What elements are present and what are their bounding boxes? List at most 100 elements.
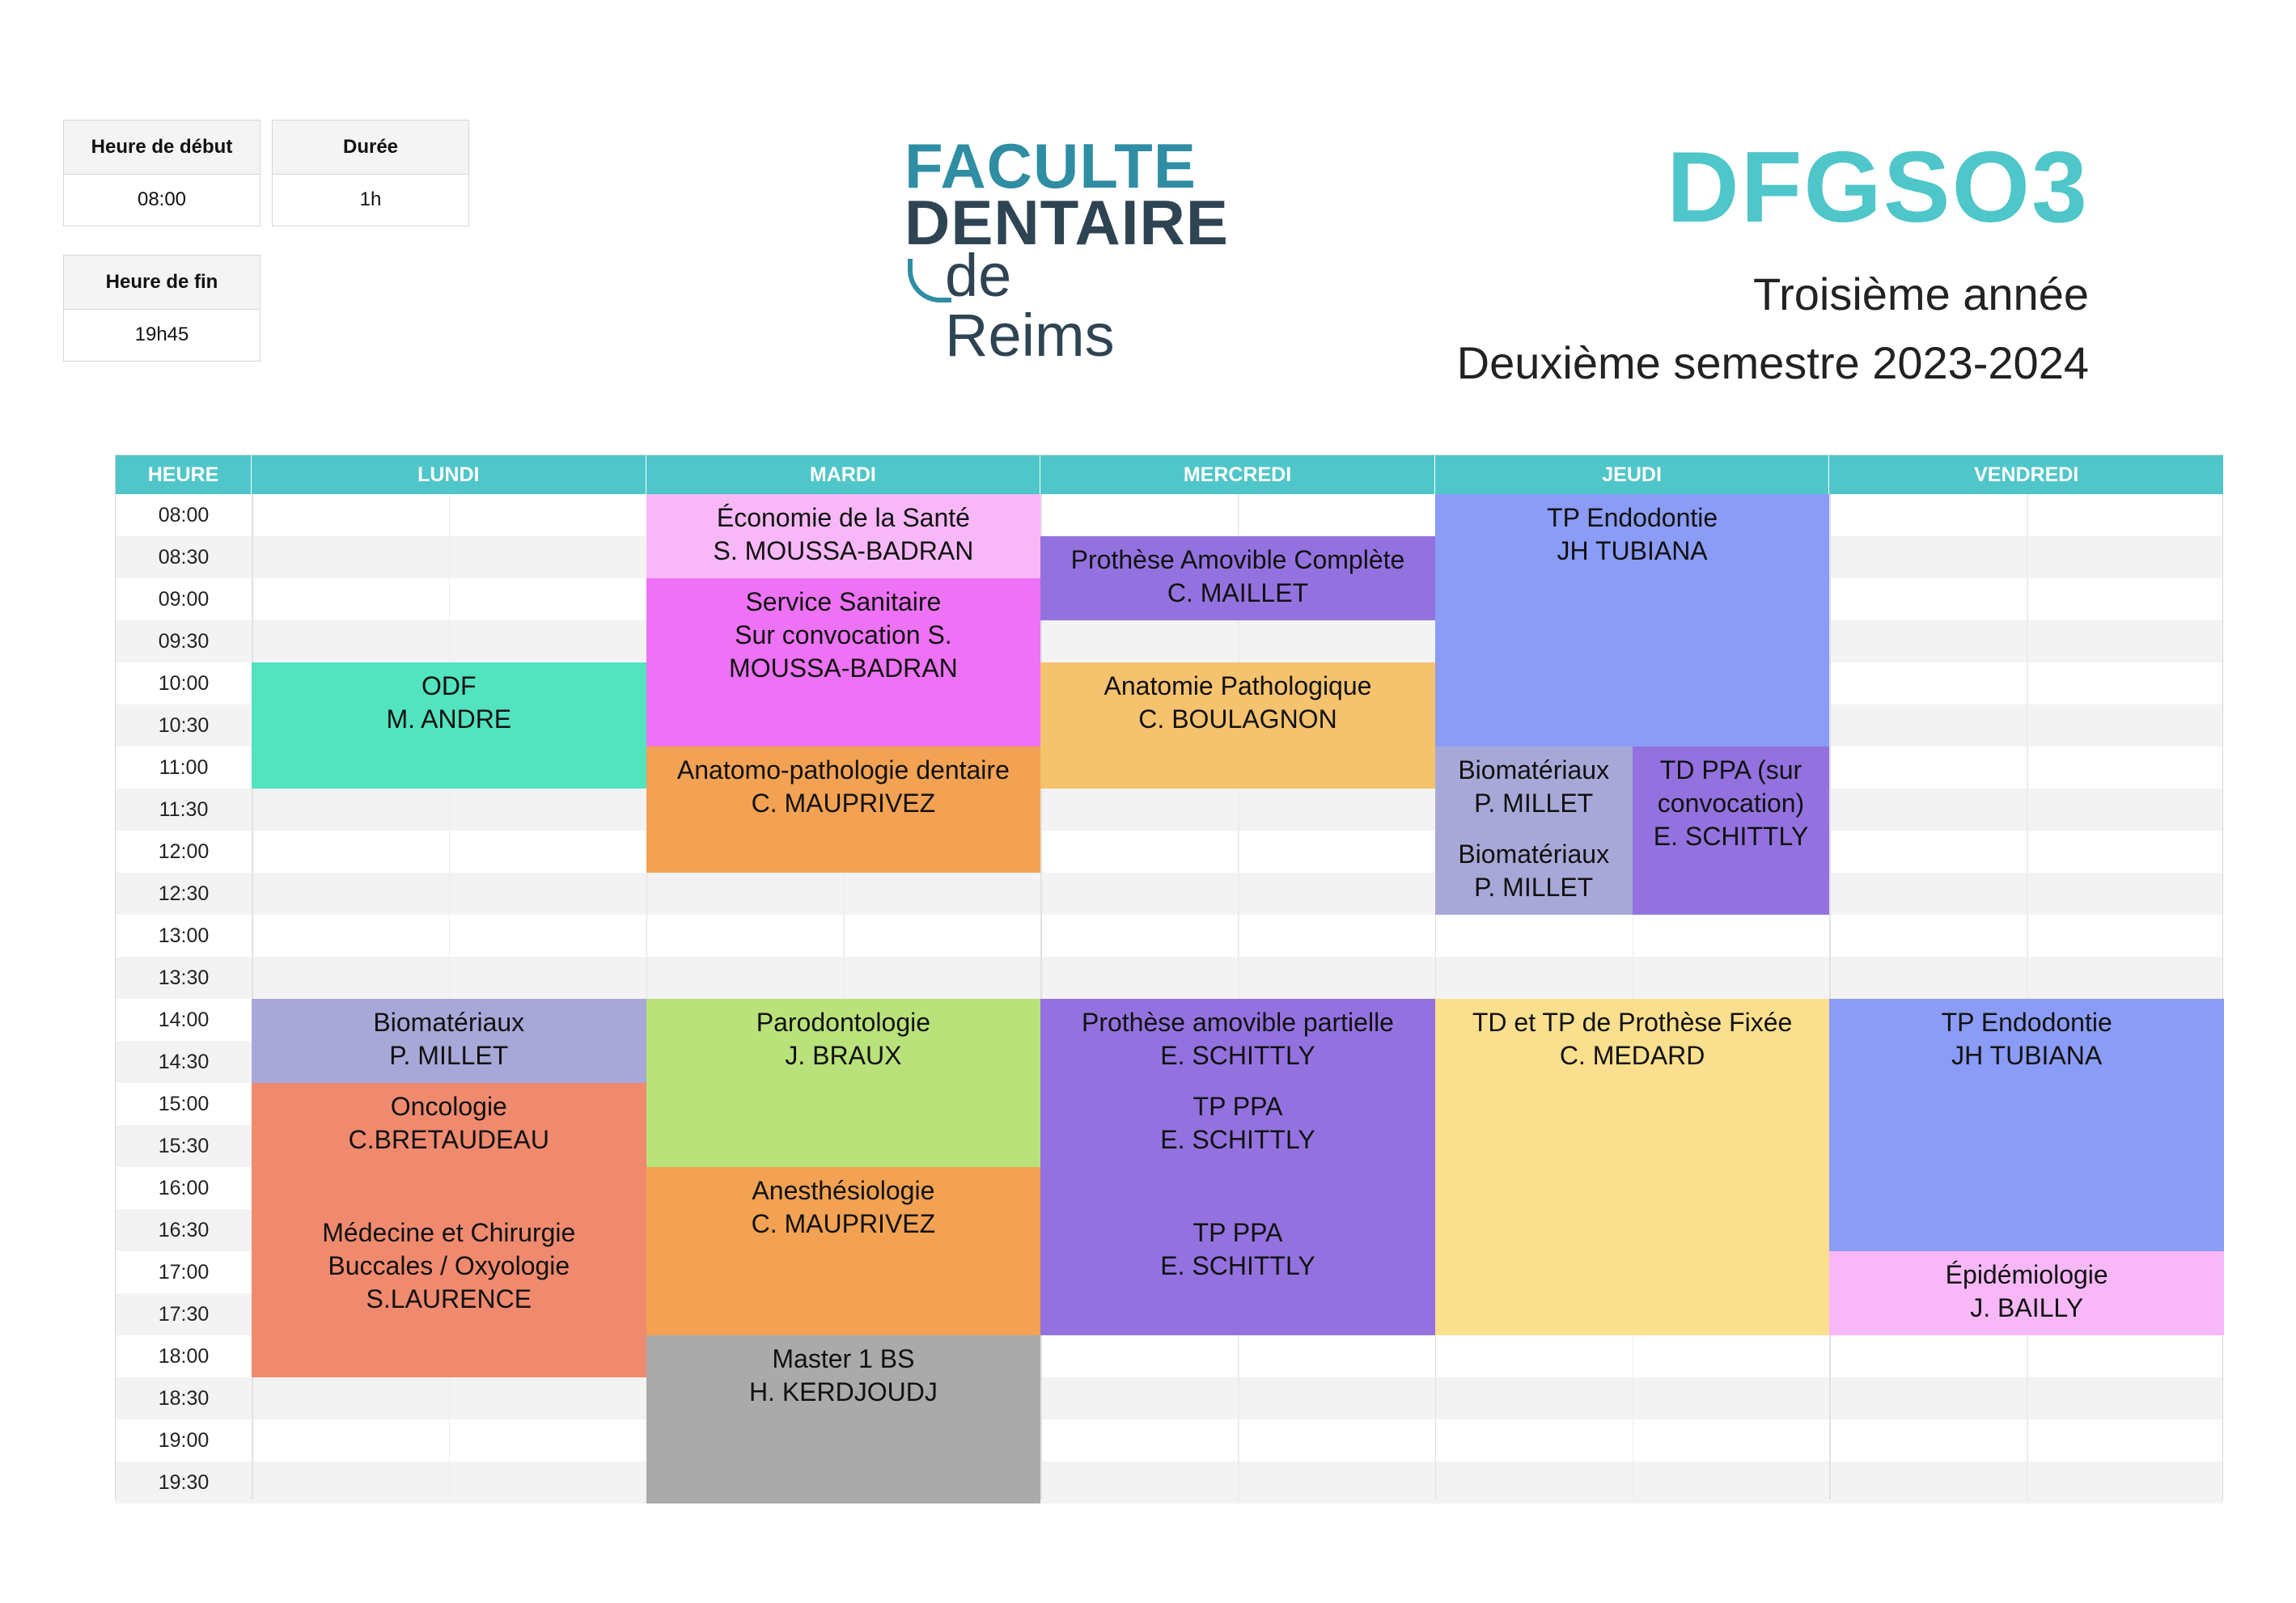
- course-teacher: C.BRETAUDEAU: [348, 1125, 549, 1154]
- logo-text-faculte: FACULTE: [904, 130, 1197, 201]
- course-teacher: MOUSSA-BADRAN: [729, 653, 958, 683]
- end-time-box: Heure de fin 19h45: [63, 255, 261, 362]
- time-row: 13:30: [116, 957, 2222, 999]
- course-teacher: P. MILLET: [1474, 789, 1594, 818]
- time-label: 15:00: [158, 1092, 210, 1115]
- course-title: TP Endodontie: [1941, 1008, 2112, 1037]
- time-row: 14:00: [116, 999, 2222, 1041]
- column-header-mardi: MARDI: [646, 455, 1041, 494]
- time-label: 09:00: [158, 587, 210, 611]
- time-row: 08:00: [116, 494, 2222, 536]
- duration-box: Durée 1h: [272, 120, 469, 226]
- time-label: 13:30: [158, 966, 210, 989]
- column-header-mercredi: MERCREDI: [1040, 455, 1435, 494]
- time-label: 12:00: [158, 840, 210, 863]
- time-label: 17:30: [158, 1302, 210, 1326]
- grid-divider: [646, 494, 648, 1499]
- course-title: Biomatériaux: [1458, 755, 1610, 785]
- time-row: 13:00: [116, 915, 2222, 957]
- course-teacher: C. BOULAGNON: [1138, 704, 1337, 734]
- logo-hook-icon: [908, 259, 951, 302]
- logo-text-dentaire: DENTAIRE: [904, 187, 1229, 258]
- time-row: 15:00: [116, 1083, 2222, 1125]
- time-label: 17:00: [158, 1260, 210, 1284]
- page-subtitle-semester: Deuxième semestre 2023-2024: [1456, 337, 2089, 388]
- course-teacher: E. SCHITTLY: [1653, 822, 1809, 851]
- time-label: 16:30: [158, 1218, 210, 1241]
- time-label: 19:30: [158, 1470, 210, 1494]
- time-label: 12:30: [158, 882, 210, 905]
- faculty-logo: FACULTE DENTAIRE de Reims: [896, 129, 1228, 366]
- time-row: 18:00: [116, 1335, 2222, 1377]
- time-row: 19:30: [116, 1461, 2222, 1504]
- page-title: DFGSO3: [1667, 132, 2089, 243]
- course-block[interactable]: Parodontologie J. BRAUX: [646, 999, 1041, 1167]
- course-block[interactable]: TP Endodontie JH TUBIANA: [1829, 999, 2224, 1251]
- course-block[interactable]: Biomatériaux P. MILLET: [252, 999, 646, 1083]
- grid-divider: [843, 494, 845, 1499]
- end-time-label: Heure de fin: [64, 256, 260, 310]
- time-row: 09:30: [116, 620, 2222, 662]
- course-teacher: J. BRAUX: [785, 1041, 902, 1070]
- course-block[interactable]: TP Endodontie JH TUBIANA: [1434, 494, 1830, 747]
- course-block[interactable]: TP PPA E. SCHITTLY: [1040, 1209, 1435, 1335]
- course-title: Prothèse amovible partielle: [1081, 1008, 1394, 1037]
- course-teacher: JH TUBIANA: [1951, 1041, 2103, 1070]
- duration-label: Durée: [273, 121, 468, 175]
- time-row: 11:30: [116, 789, 2222, 831]
- course-title: TP PPA: [1192, 1218, 1283, 1247]
- duration-value: 1h: [359, 188, 382, 210]
- course-title: Biomatériaux: [1458, 840, 1610, 869]
- course-teacher: E. SCHITTLY: [1160, 1251, 1315, 1280]
- time-label: 16:00: [158, 1176, 210, 1199]
- start-time-box: Heure de début 08:00: [63, 120, 261, 226]
- course-title: TP Endodontie: [1547, 503, 1718, 532]
- course-title: Service Sanitaire: [745, 587, 942, 616]
- course-teacher: J. BAILLY: [1970, 1293, 2084, 1322]
- page-subtitle-year: Troisième année: [1752, 269, 2089, 319]
- time-row: 17:00: [116, 1251, 2222, 1293]
- grid-divider: [1238, 494, 1239, 1499]
- course-teacher: P. MILLET: [389, 1041, 509, 1070]
- time-label: 08:00: [158, 503, 210, 527]
- course-teacher: H. KERDJOUDJ: [748, 1377, 938, 1406]
- course-block[interactable]: Biomatériaux P. MILLET: [1434, 747, 1633, 831]
- course-title: Anatomie Pathologique: [1104, 671, 1372, 700]
- time-label: 15:30: [158, 1134, 210, 1157]
- grid-divider: [1040, 494, 1042, 1499]
- course-teacher: JH TUBIANA: [1557, 536, 1708, 565]
- time-label: 11:30: [159, 797, 209, 821]
- course-teacher: C. MAILLET: [1167, 578, 1309, 607]
- column-header-lundi: LUNDI: [252, 455, 646, 494]
- course-teacher: P. MILLET: [1474, 873, 1594, 902]
- course-block[interactable]: Anatomie Pathologique C. BOULAGNON: [1040, 662, 1435, 789]
- time-label: 14:30: [158, 1050, 210, 1073]
- course-title: Économie de la Santé: [716, 503, 970, 532]
- time-row: 16:00: [116, 1167, 2222, 1209]
- course-title: Biomatériaux: [373, 1008, 525, 1037]
- time-label: 14:00: [158, 1008, 210, 1031]
- grid-divider: [1632, 494, 1634, 1499]
- course-title: Parodontologie: [756, 1008, 931, 1037]
- course-block[interactable]: Biomatériaux P. MILLET: [1434, 831, 1633, 915]
- start-time-value: 08:00: [137, 188, 187, 210]
- course-title: ODF: [421, 671, 477, 700]
- time-row: 09:00: [116, 578, 2222, 620]
- column-header-vendredi: VENDREDI: [1829, 455, 2224, 494]
- time-label: 11:00: [159, 755, 209, 779]
